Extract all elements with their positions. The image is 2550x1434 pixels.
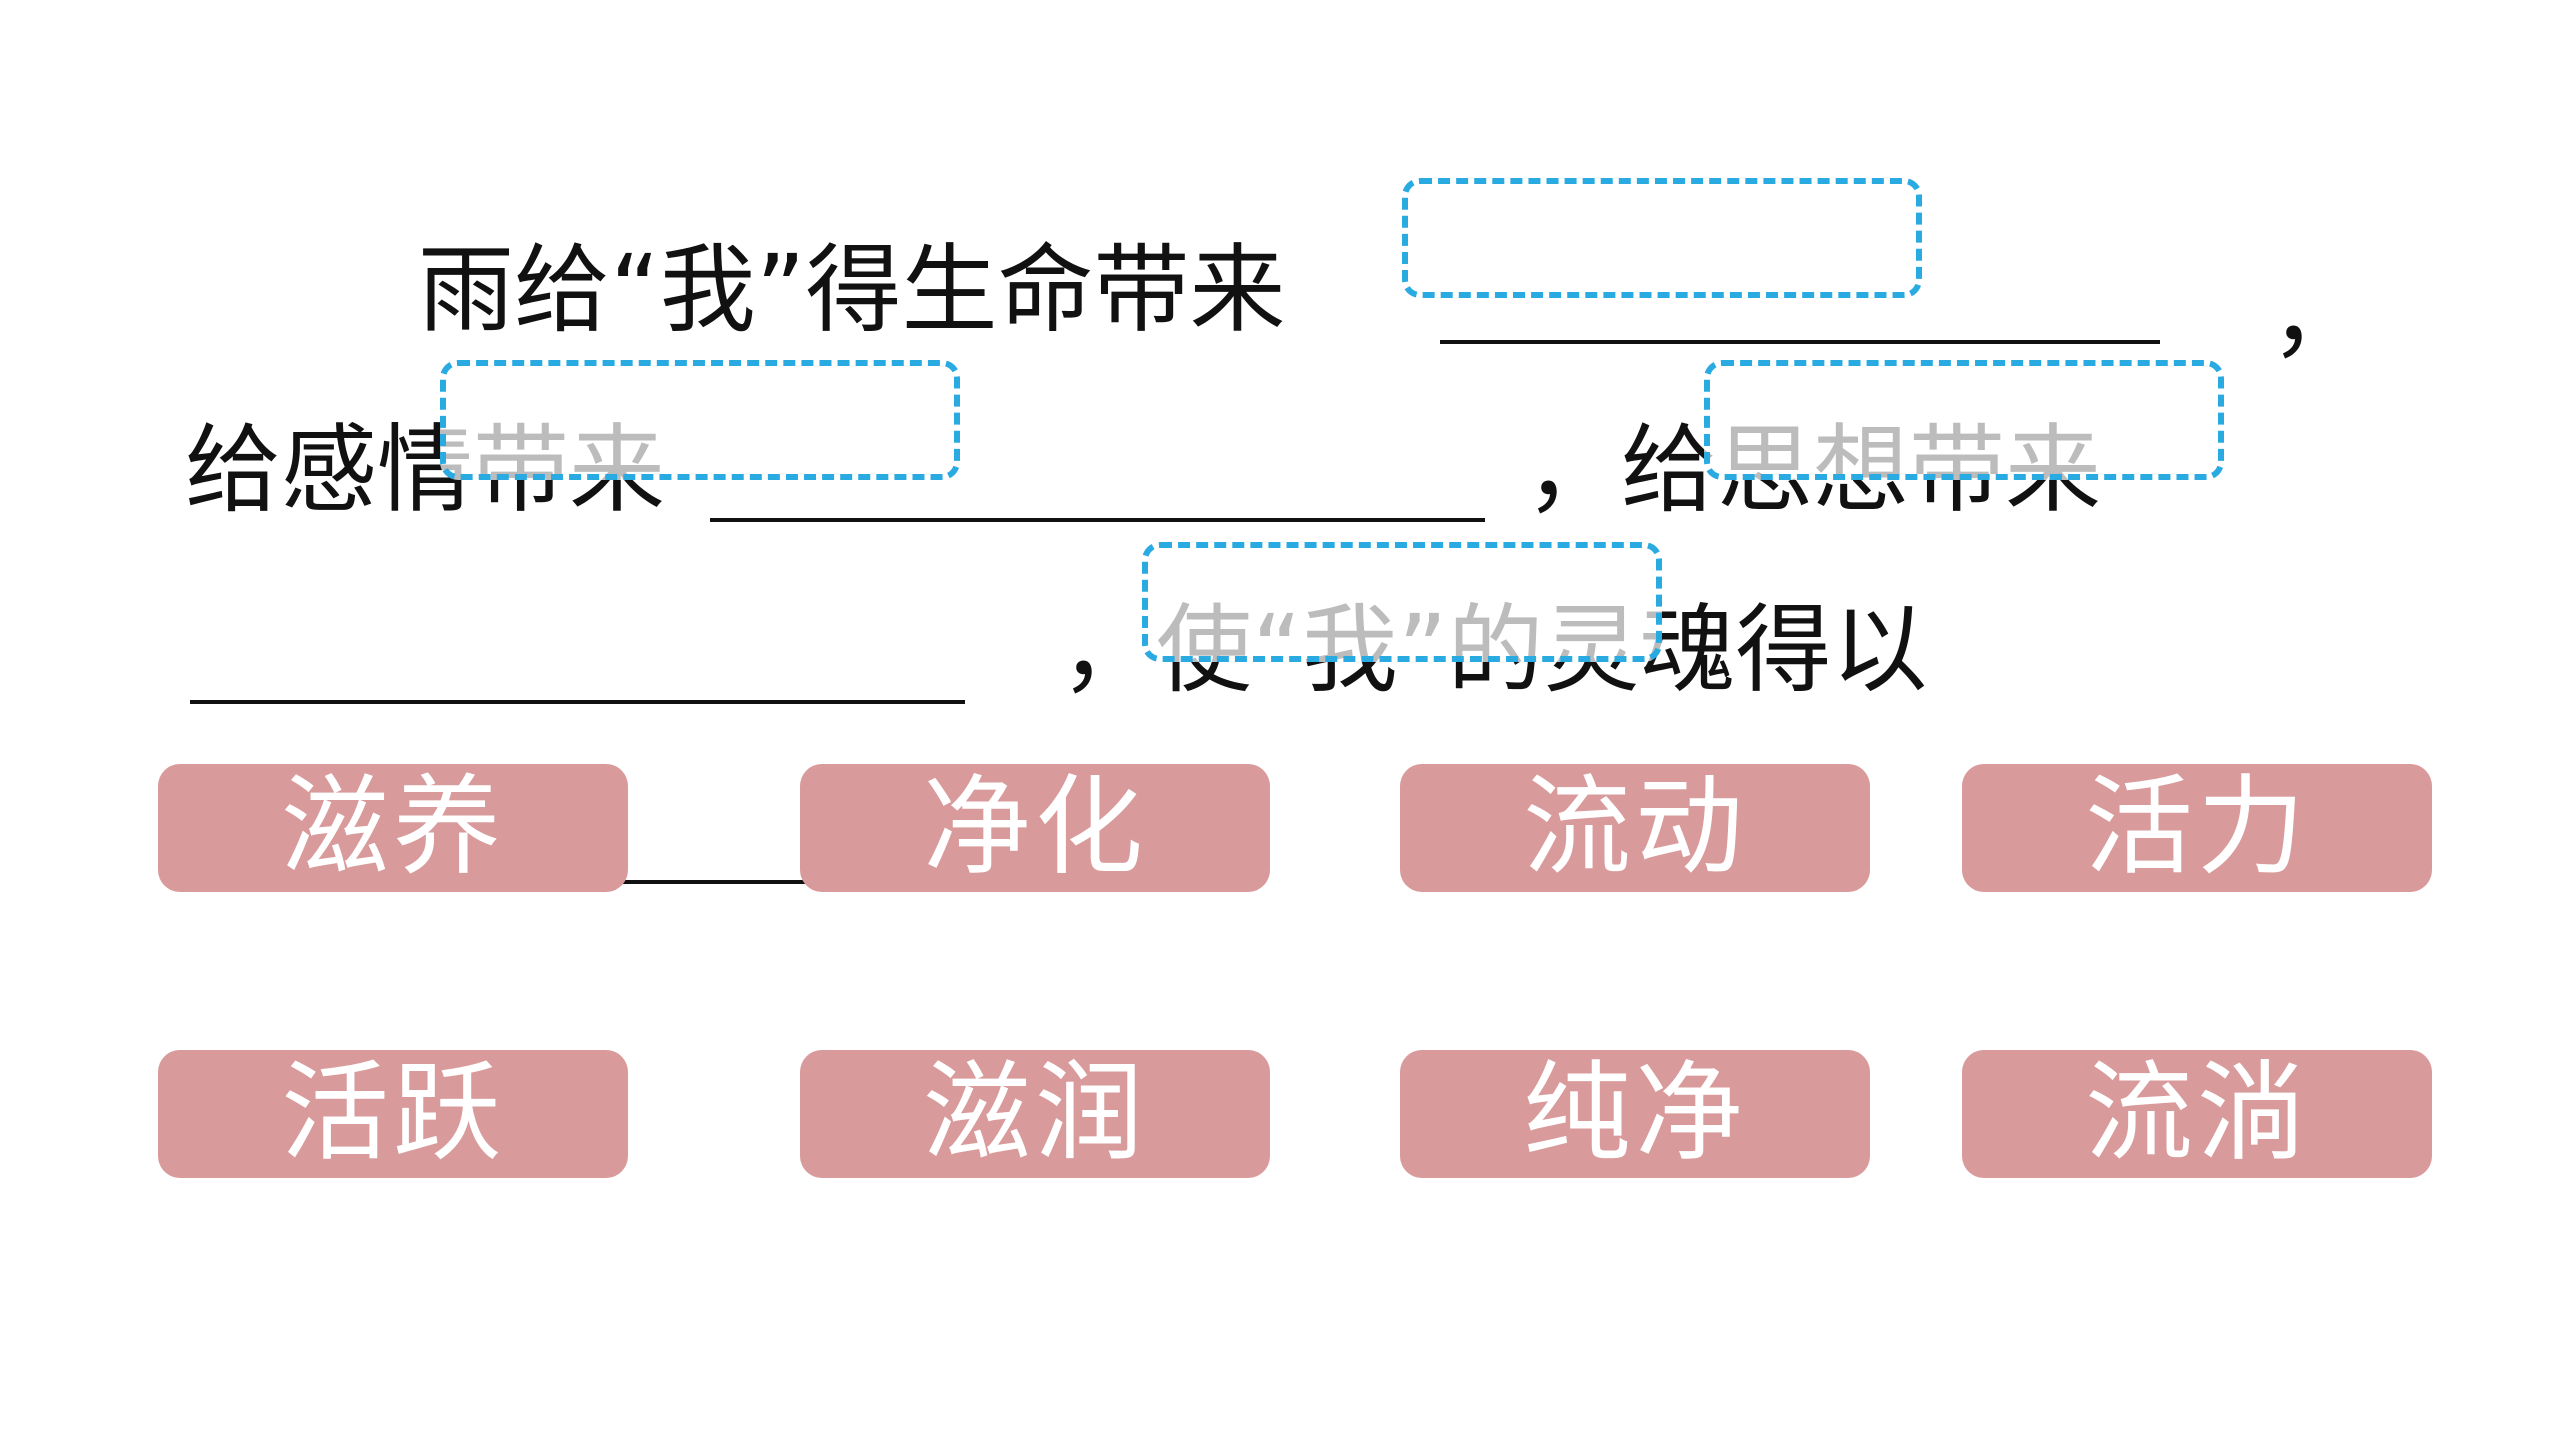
answer-blank-1 (1440, 340, 2160, 344)
sentence-line-1: 雨给“我”得生命带来 (418, 234, 1286, 346)
drop-target-1[interactable] (1402, 178, 1922, 298)
word-chip-huo-li[interactable]: 活力 (1962, 764, 2432, 892)
drop-target-3[interactable] (1704, 360, 2224, 480)
drop-target-2[interactable] (440, 360, 960, 480)
word-chip-liu-tang[interactable]: 流淌 (1962, 1050, 2432, 1178)
word-chip-huo-yue[interactable]: 活跃 (158, 1050, 628, 1178)
answer-blank-2 (710, 518, 1485, 522)
word-chip-jing-hua[interactable]: 净化 (800, 764, 1270, 892)
word-chip-chun-jing[interactable]: 纯净 (1400, 1050, 1870, 1178)
word-chip-zi-run[interactable]: 滋润 (800, 1050, 1270, 1178)
word-chip-liu-dong[interactable]: 流动 (1400, 764, 1870, 892)
word-chip-zi-yang[interactable]: 滋养 (158, 764, 628, 892)
answer-blank-3 (190, 700, 965, 704)
drop-target-4[interactable] (1142, 542, 1662, 662)
comma-1: ， (2270, 259, 2366, 371)
